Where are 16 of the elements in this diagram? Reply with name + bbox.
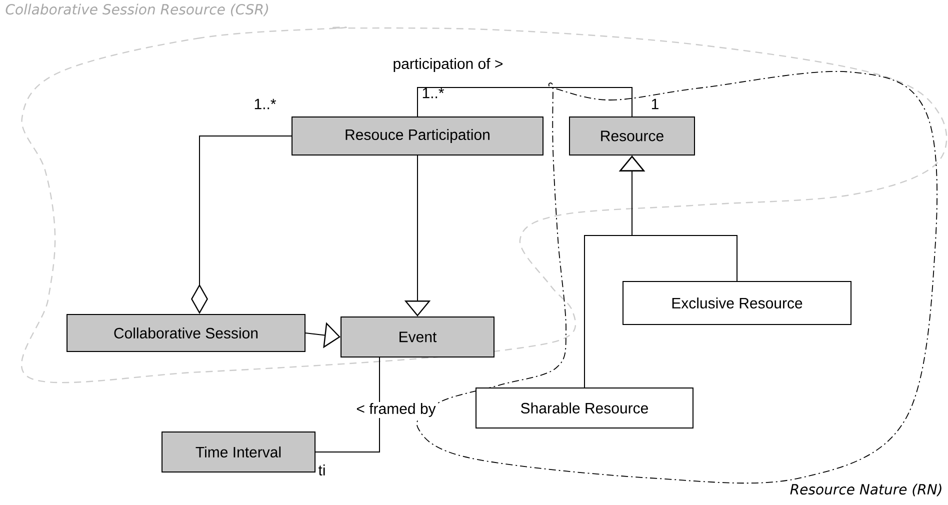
edge-label: participation of > xyxy=(392,57,504,73)
class-box: Collaborative Session xyxy=(66,314,306,352)
class-box: Time Interval xyxy=(162,432,316,472)
connector xyxy=(315,357,380,452)
multiplicity-label: 1..* xyxy=(254,98,276,110)
class-box: Event xyxy=(340,316,494,358)
connector xyxy=(417,87,632,117)
multiplicity-label: 1..* xyxy=(422,88,444,98)
class-box: Resource xyxy=(569,116,695,156)
region-label: Collaborative Session Resource (CSR) xyxy=(6,4,268,16)
class-box: Exclusive Resource xyxy=(622,281,852,325)
class-box: Resouce Participation xyxy=(292,116,544,156)
edge-label: < framed by xyxy=(355,402,437,418)
region-label: Resource Nature (RN) xyxy=(790,484,942,496)
class-box: Sharable Resource xyxy=(476,388,694,428)
multiplicity-label: ti xyxy=(318,464,325,476)
